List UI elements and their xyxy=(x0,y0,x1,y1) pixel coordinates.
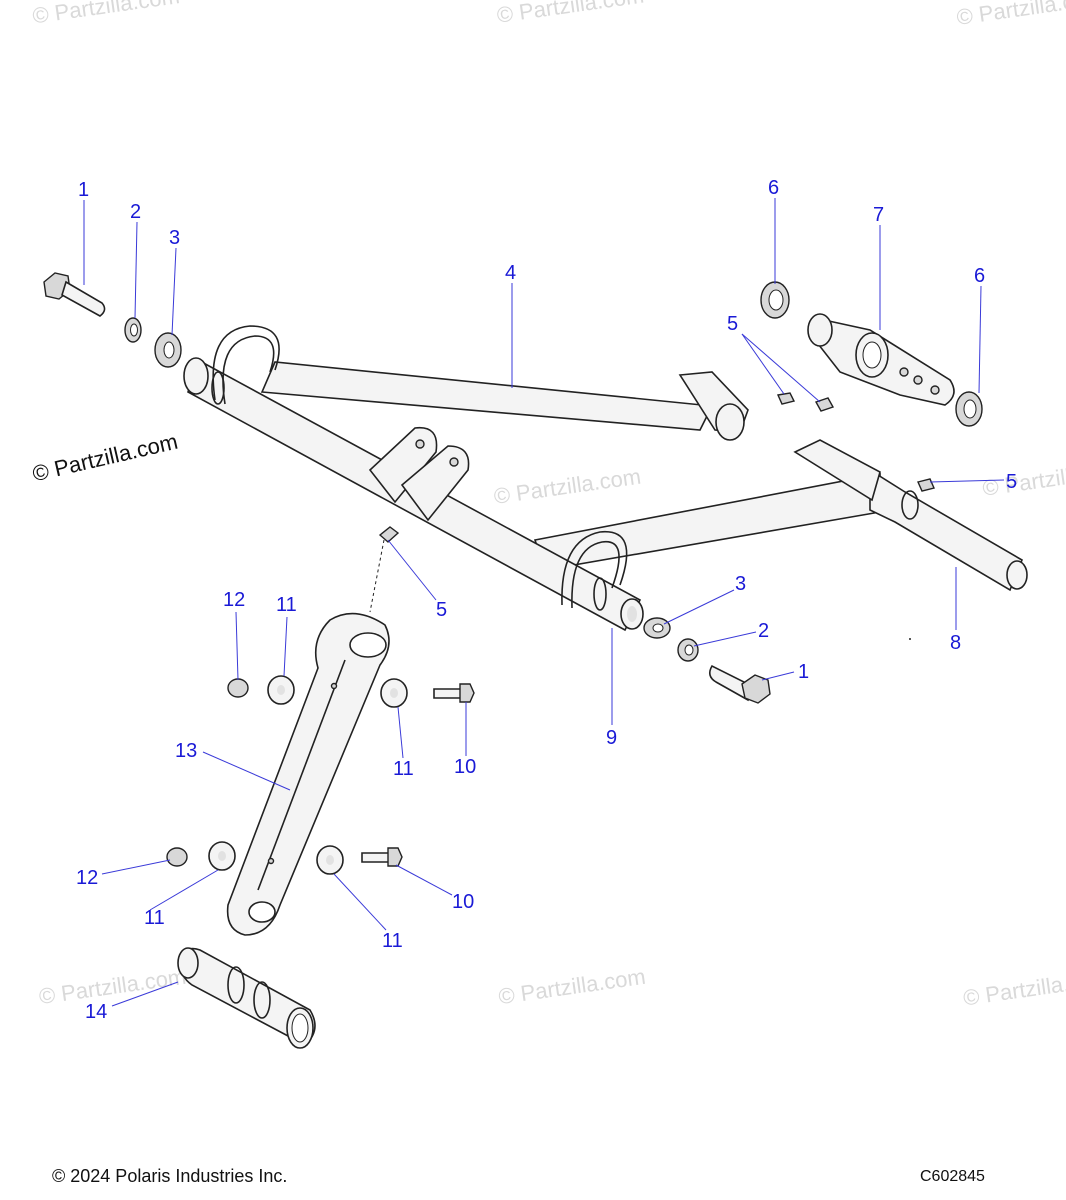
callout-9: 9 xyxy=(606,727,617,749)
washer-11-b xyxy=(380,678,408,708)
callout-7: 7 xyxy=(873,204,884,226)
washer-3-lower xyxy=(643,617,671,639)
callout-11: 11 xyxy=(144,907,165,929)
footer-copyright: © 2024 Polaris Industries Inc. xyxy=(52,1166,288,1186)
washer-3-upper xyxy=(154,332,182,368)
washer-2-lower xyxy=(677,638,699,662)
callout-1: 1 xyxy=(798,661,809,683)
callout-11: 11 xyxy=(276,594,297,616)
callout-4: 4 xyxy=(505,262,516,284)
watermark: © Partzilla.com xyxy=(955,0,1066,30)
washer-11-c xyxy=(208,841,236,871)
callout-10: 10 xyxy=(452,891,474,913)
callout-3: 3 xyxy=(169,227,180,249)
link-13 xyxy=(226,612,390,936)
callout-2: 2 xyxy=(130,201,141,223)
bolt-10-upper xyxy=(433,683,475,703)
a-arm-frame xyxy=(183,325,1028,632)
stray-dot xyxy=(909,638,911,640)
watermark: © Partzilla.com xyxy=(981,455,1066,500)
watermark: © Partzilla.com xyxy=(495,0,645,28)
callout-5: 5 xyxy=(1006,471,1017,493)
callout-10: 10 xyxy=(454,756,476,778)
washer-2-upper xyxy=(124,317,142,343)
bolt-10-lower xyxy=(361,847,403,867)
bolt-1-lower xyxy=(708,664,771,704)
callout-8: 8 xyxy=(950,632,961,654)
grease-fittings xyxy=(378,392,935,543)
callouts: 1 2 3 4 6 7 6 5 5 5 8 9 3 2 1 12 11 11 1… xyxy=(76,177,1017,1023)
callout-6: 6 xyxy=(974,265,985,287)
washer-11-d xyxy=(316,845,344,875)
callout-13: 13 xyxy=(175,740,197,762)
assembly-dashed-line xyxy=(369,539,385,613)
callout-5: 5 xyxy=(727,313,738,335)
nut-12-lower xyxy=(166,847,188,867)
washer-6-left xyxy=(760,281,790,319)
callout-6: 6 xyxy=(768,177,779,199)
callout-12: 12 xyxy=(223,589,245,611)
callout-11: 11 xyxy=(393,758,414,780)
diagram-code: C602845 xyxy=(920,1168,985,1185)
callout-12: 12 xyxy=(76,867,98,889)
nut-12-upper xyxy=(227,678,249,698)
callout-2: 2 xyxy=(758,620,769,642)
callout-5: 5 xyxy=(436,599,447,621)
callout-11: 11 xyxy=(382,930,403,952)
bushing-14 xyxy=(177,947,316,1049)
leader-lines xyxy=(83,198,1005,1007)
watermark: © Partzilla.com xyxy=(497,964,647,1009)
washer-11-a xyxy=(267,675,295,705)
callout-3: 3 xyxy=(735,573,746,595)
callout-1: 1 xyxy=(78,179,89,201)
watermark: © Partzilla.com xyxy=(31,0,181,29)
bracket-7 xyxy=(807,313,955,406)
bolt-1-upper xyxy=(43,272,106,317)
washer-6-right xyxy=(955,391,983,427)
watermark: © Partzilla.com xyxy=(492,464,642,509)
watermark: © Partzilla.com xyxy=(962,965,1066,1010)
callout-14: 14 xyxy=(85,1001,107,1023)
